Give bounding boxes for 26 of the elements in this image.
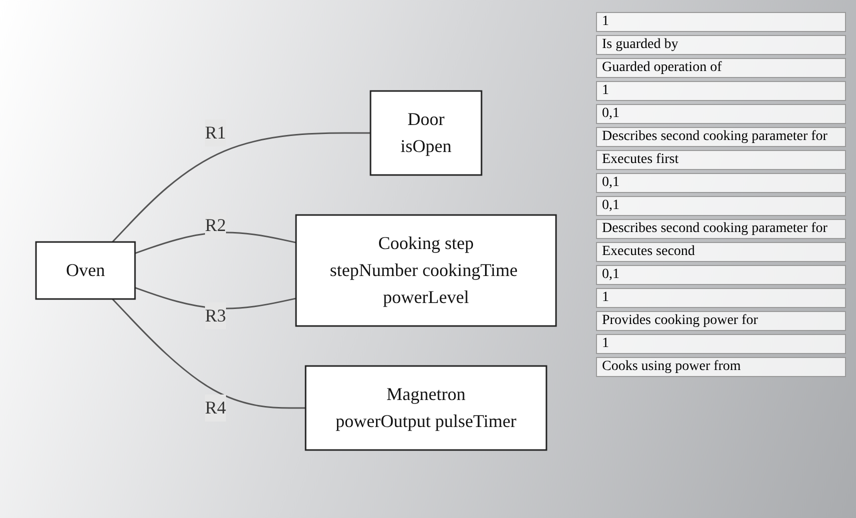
association-end-label: 1 [596,81,846,101]
edge-label: R2 [204,214,226,234]
association-end-label: 0,1 [596,173,846,193]
connector [112,298,306,408]
association-end-label: 1 [596,12,846,32]
association-end-label: Describes second cooking parameter for [596,219,846,239]
association-end-label: Cooks using power from [596,357,846,377]
association-end-label: Guarded operation of [596,58,846,78]
association-end-label: Is guarded by [596,35,846,55]
edge-label: R4 [204,397,226,417]
association-end-label: 0,1 [596,265,846,285]
node-box: Oven [35,240,136,300]
association-end-label: Provides cooking power for [596,311,846,331]
connector [112,132,370,242]
association-end-label: Describes second cooking parameter for [596,127,846,147]
association-end-label: 1 [596,288,846,308]
association-end-label: Executes first [596,150,846,170]
node-box: Cooking step stepNumber cookingTime powerLevel [295,214,557,326]
edge-label: R3 [204,304,226,325]
association-end-label: 0,1 [596,104,846,124]
node-box: Magnetron powerOutput pulseTimer [304,364,548,450]
edge-label: R1 [204,122,226,142]
association-end-label: 1 [596,334,846,354]
association-end-label: 0,1 [596,196,846,216]
association-end-label: Executes second [596,242,846,262]
node-box: Door isOpen [370,90,482,176]
